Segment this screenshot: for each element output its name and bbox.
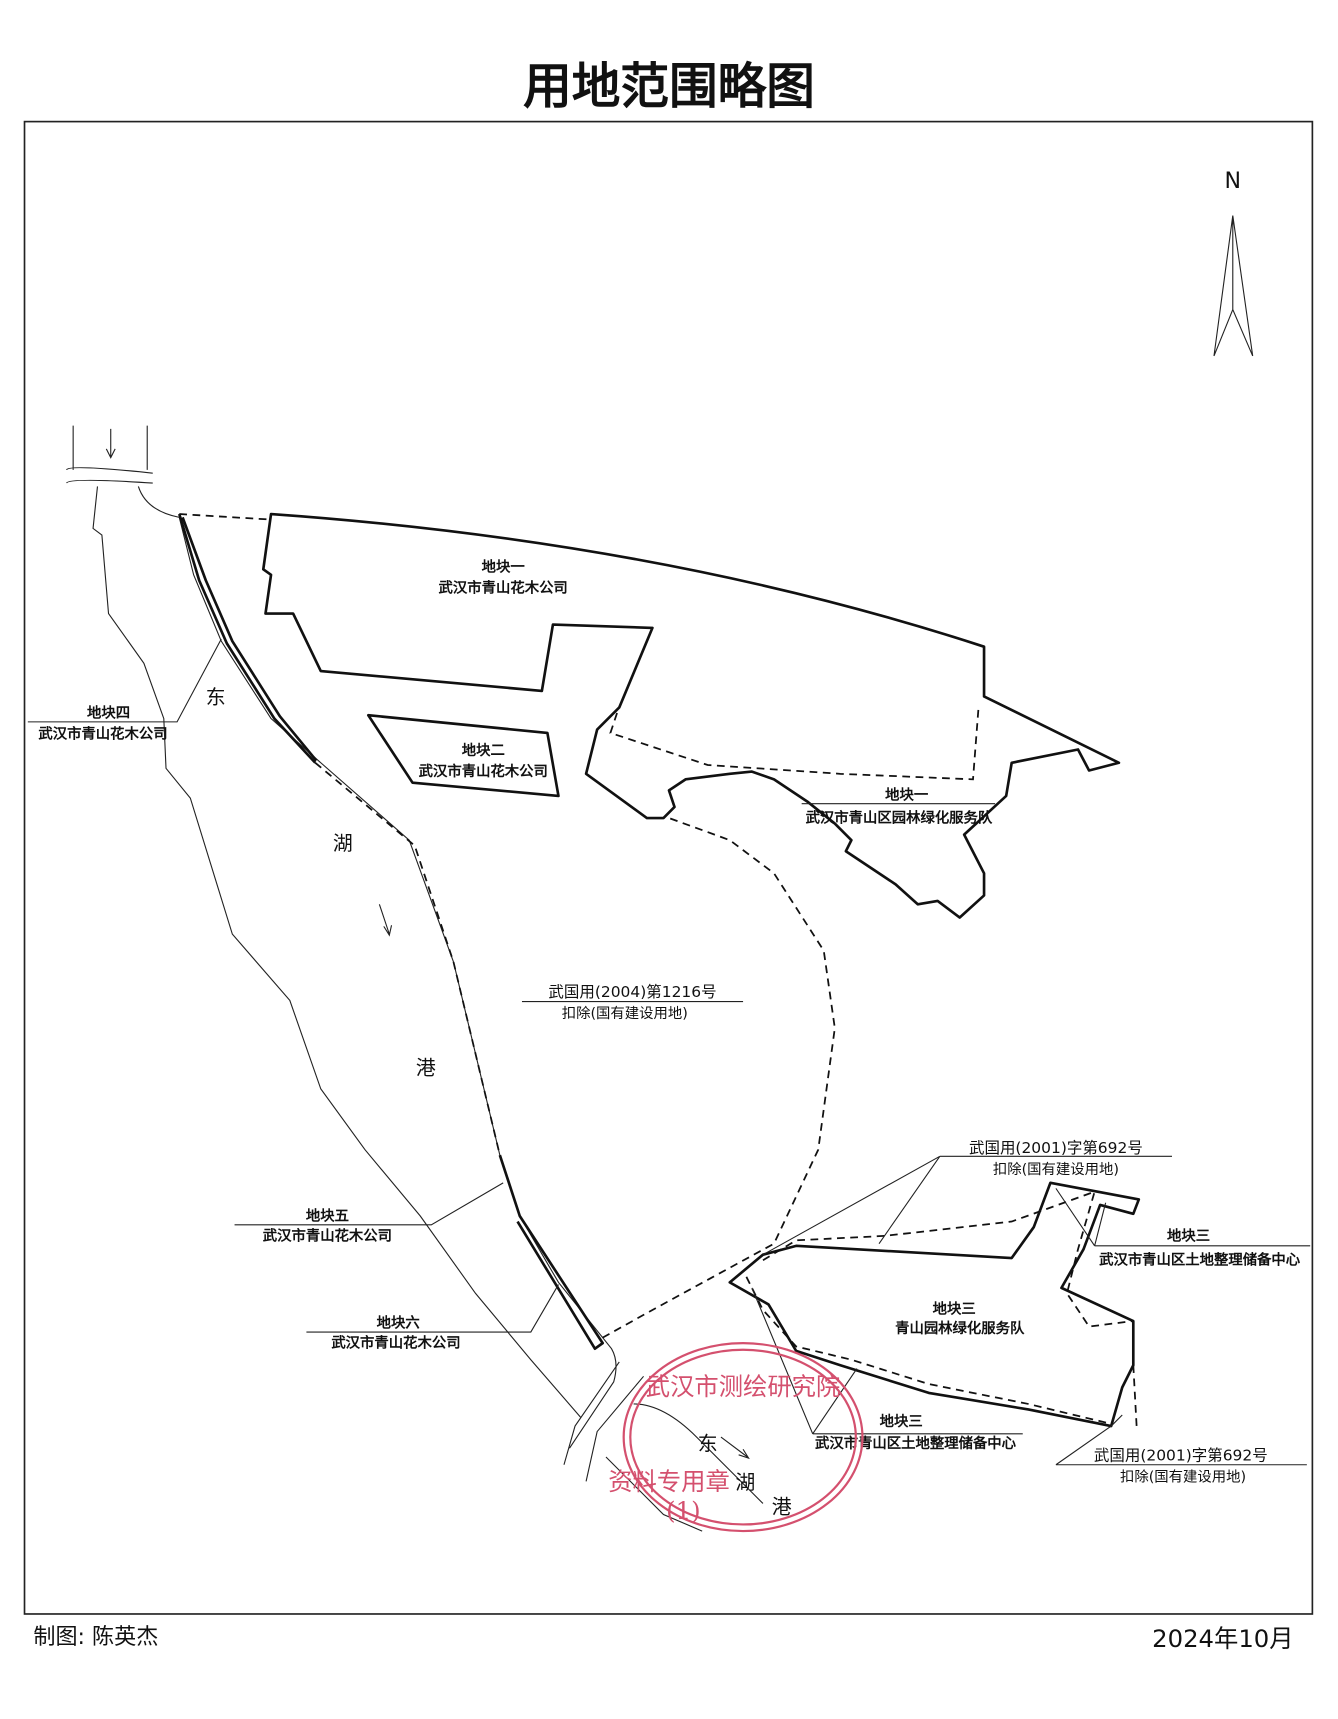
parcel-3a-owner: 武汉市青山区土地整理储备中心 (1099, 1251, 1301, 1269)
river-labels: 东 湖 港 东 湖 港 (206, 686, 792, 1518)
parcel-1e-owner: 武汉市青山区园林绿化服务队 (806, 808, 993, 826)
cert-2001-upper: 武国用(2001)字第692号 (969, 1139, 1143, 1157)
cert-2001-lower: 武国用(2001)字第692号 (1094, 1446, 1268, 1464)
river-label-char: 港 (772, 1495, 792, 1518)
parcel-1e-name: 地块一 (885, 785, 929, 803)
bridge (66, 425, 153, 484)
parcel-3b-owner: 青山园林绿化服务队 (895, 1319, 1025, 1337)
parcel-1-name: 地块一 (482, 558, 526, 576)
leader-lines (27, 638, 1311, 1466)
map-frame (23, 120, 1314, 1615)
parcel-3c-owner: 武汉市青山区土地整理储备中心 (815, 1434, 1017, 1452)
parcel-6-owner: 武汉市青山花木公司 (331, 1334, 460, 1352)
parcel-2-name: 地块二 (462, 741, 505, 759)
parcel-3b-name: 地块三 (933, 1299, 976, 1317)
parcel-4-owner: 武汉市青山花木公司 (38, 724, 167, 742)
map-title: 用地范围略图 (523, 59, 815, 115)
parcel-boundaries (178, 512, 1141, 1428)
flow-arrow-icon (378, 904, 393, 937)
parcel-2-owner: 武汉市青山花木公司 (419, 762, 548, 780)
river-banks (92, 486, 764, 1532)
parcel-1-owner: 武汉市青山花木公司 (439, 579, 568, 597)
parcel-3c-name: 地块三 (880, 1412, 923, 1430)
parcel-5-name: 地块五 (306, 1206, 349, 1224)
stamp-top-text: 武汉市测绘研究院 (646, 1372, 841, 1401)
north-label: N (1225, 168, 1242, 194)
river-label-char: 港 (416, 1057, 436, 1080)
map-date: 2024年10月 (1152, 1624, 1293, 1653)
cert-2001-upper-note: 扣除(国有建设用地) (993, 1161, 1119, 1178)
cert-2004: 武国用(2004)第1216号 (548, 983, 716, 1001)
parcel-6-name: 地块六 (377, 1314, 421, 1332)
cert-2001-lower-note: 扣除(国有建设用地) (1120, 1468, 1246, 1485)
river-label-char: 湖 (333, 832, 353, 855)
official-stamp: 武汉市测绘研究院 资料专用章 (1) (608, 1342, 864, 1533)
parcel-labels: 地块一 武汉市青山花木公司 地块四 武汉市青山花木公司 地块二 武汉市青山花木公… (38, 558, 1300, 1453)
map-author: 制图: 陈英杰 (33, 1624, 158, 1650)
flow-arrow-icon (720, 1436, 750, 1460)
north-arrow-icon: N (1213, 168, 1254, 357)
parcel-3a-name: 地块三 (1167, 1226, 1210, 1244)
stamp-number: (1) (666, 1496, 700, 1525)
certificate-labels: 武国用(2004)第1216号 扣除(国有建设用地) 武国用(2001)字第69… (548, 983, 1267, 1485)
cert-2004-note: 扣除(国有建设用地) (562, 1005, 688, 1022)
river-label-char: 东 (698, 1432, 718, 1455)
parcel-4-name: 地块四 (87, 703, 130, 721)
river-label-char: 湖 (735, 1471, 755, 1494)
stamp-bottom-text: 资料专用章 (608, 1467, 730, 1496)
river-label-char: 东 (206, 686, 226, 709)
parcel-5-owner: 武汉市青山花木公司 (263, 1226, 392, 1244)
